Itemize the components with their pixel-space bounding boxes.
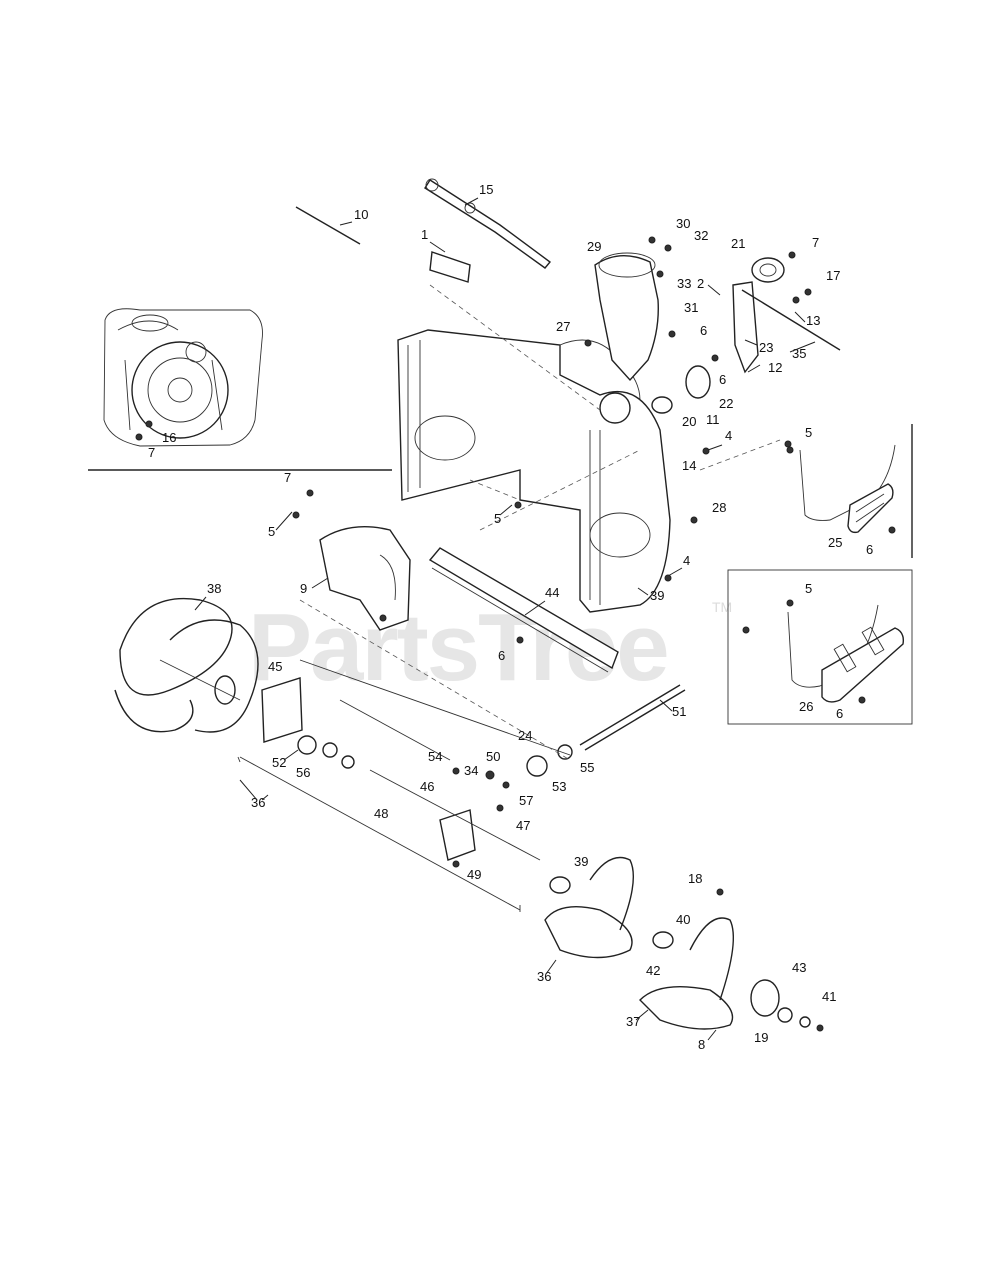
callout-36a: 36	[537, 969, 551, 984]
callout-54: 55	[580, 760, 594, 775]
impeller-shaft	[424, 178, 552, 269]
callout-12: 13	[806, 313, 820, 328]
callout-45: 46	[420, 779, 434, 794]
gear-housing	[319, 525, 411, 631]
callout-26: 27	[556, 319, 570, 334]
callout-2: 9	[300, 581, 307, 596]
callout-37: 38	[207, 581, 221, 596]
callout-22: 23	[759, 340, 773, 355]
callout-9: 10	[354, 207, 368, 222]
left-auger	[114, 597, 259, 733]
callout-30: 31	[684, 300, 698, 315]
callout-49: 50	[486, 749, 500, 764]
callout-38: 39	[650, 588, 664, 603]
callout-8: 8	[698, 1037, 705, 1052]
callout-25: 26	[799, 699, 813, 714]
callout-5d: 5	[805, 581, 812, 596]
callout-41: 42	[646, 963, 660, 978]
parts-tree-watermark: PartsTree TM	[248, 594, 732, 701]
right-auger-lower	[639, 917, 811, 1030]
callout-53: 54	[428, 749, 442, 764]
callout-29: 30	[676, 216, 690, 231]
callout-55: 56	[296, 765, 310, 780]
callout-13: 14	[682, 458, 696, 473]
callout-47: 48	[374, 806, 388, 821]
callout-15: 16	[162, 430, 176, 445]
callout-10: 11	[706, 412, 720, 427]
bracket	[429, 251, 471, 283]
callout-19: 20	[682, 414, 696, 429]
callout-18: 19	[754, 1030, 768, 1045]
right-auger-upper	[544, 856, 635, 959]
watermark-trademark: TM	[712, 599, 732, 615]
callout-5a: 5	[268, 524, 275, 539]
callout-27: 28	[712, 500, 726, 515]
leader-lines	[194, 197, 816, 1041]
callout-4b: 4	[683, 553, 690, 568]
callout-56: 57	[519, 793, 533, 808]
callout-3: 2	[697, 276, 704, 291]
callout-14: 15	[479, 182, 493, 197]
callout-40: 41	[822, 989, 836, 1004]
callout-6b: 6	[719, 372, 726, 387]
callout-33: 34	[464, 763, 478, 778]
drive-shaft	[579, 684, 686, 751]
callout-36b: 37	[626, 1014, 640, 1029]
callout-6a: 6	[700, 323, 707, 338]
rod	[295, 206, 361, 245]
callout-31: 32	[694, 228, 708, 243]
callout-7c: 7	[148, 445, 155, 460]
callout-20: 21	[731, 236, 745, 251]
callout-32: 33	[677, 276, 691, 291]
callout-44: 45	[268, 659, 282, 674]
callout-17: 18	[688, 871, 702, 886]
callout-46: 47	[516, 818, 530, 833]
callout-39b: 40	[676, 912, 690, 927]
hardware-fasteners	[292, 236, 896, 1032]
callout-6e: 6	[836, 706, 843, 721]
callout-4a: 4	[725, 428, 732, 443]
callout-43: 44	[545, 585, 559, 600]
callout-50: 51	[672, 704, 686, 719]
callout-5b: 5	[494, 511, 501, 526]
callout-1: 1	[421, 227, 428, 242]
cable	[741, 289, 841, 351]
callout-35: 36	[251, 795, 265, 810]
callout-48: 49	[467, 867, 481, 882]
support-bracket	[732, 281, 759, 374]
shave-plate	[428, 547, 619, 673]
callout-6c: 6	[498, 648, 505, 663]
callout-11: 12	[768, 360, 782, 375]
callout-16: 17	[826, 268, 840, 283]
callout-5c: 5	[805, 425, 812, 440]
callout-24: 25	[828, 535, 842, 550]
callout-42: 43	[792, 960, 806, 975]
callout-23: 24	[518, 728, 532, 743]
callout-7b: 7	[284, 470, 291, 485]
callout-labels: 1 9 2 4 4 5 5 5 5 6 6 6 6 6 7 7 7 8 10 1…	[148, 182, 873, 1052]
callout-28: 29	[587, 239, 601, 254]
pulley	[751, 257, 785, 283]
inset-detail-top-left	[88, 308, 392, 471]
callout-21: 22	[719, 396, 733, 411]
callout-6d: 6	[866, 542, 873, 557]
auger-housing	[397, 329, 671, 613]
chute-adapter	[594, 252, 659, 382]
inset-detail-right-upper	[784, 424, 913, 558]
callout-39a: 39	[574, 854, 588, 869]
inset-detail-right-lower	[727, 569, 913, 725]
gearbox-assembly	[237, 677, 573, 912]
callout-7a: 7	[812, 235, 819, 250]
callout-51: 52	[272, 755, 286, 770]
callout-52: 53	[552, 779, 566, 794]
